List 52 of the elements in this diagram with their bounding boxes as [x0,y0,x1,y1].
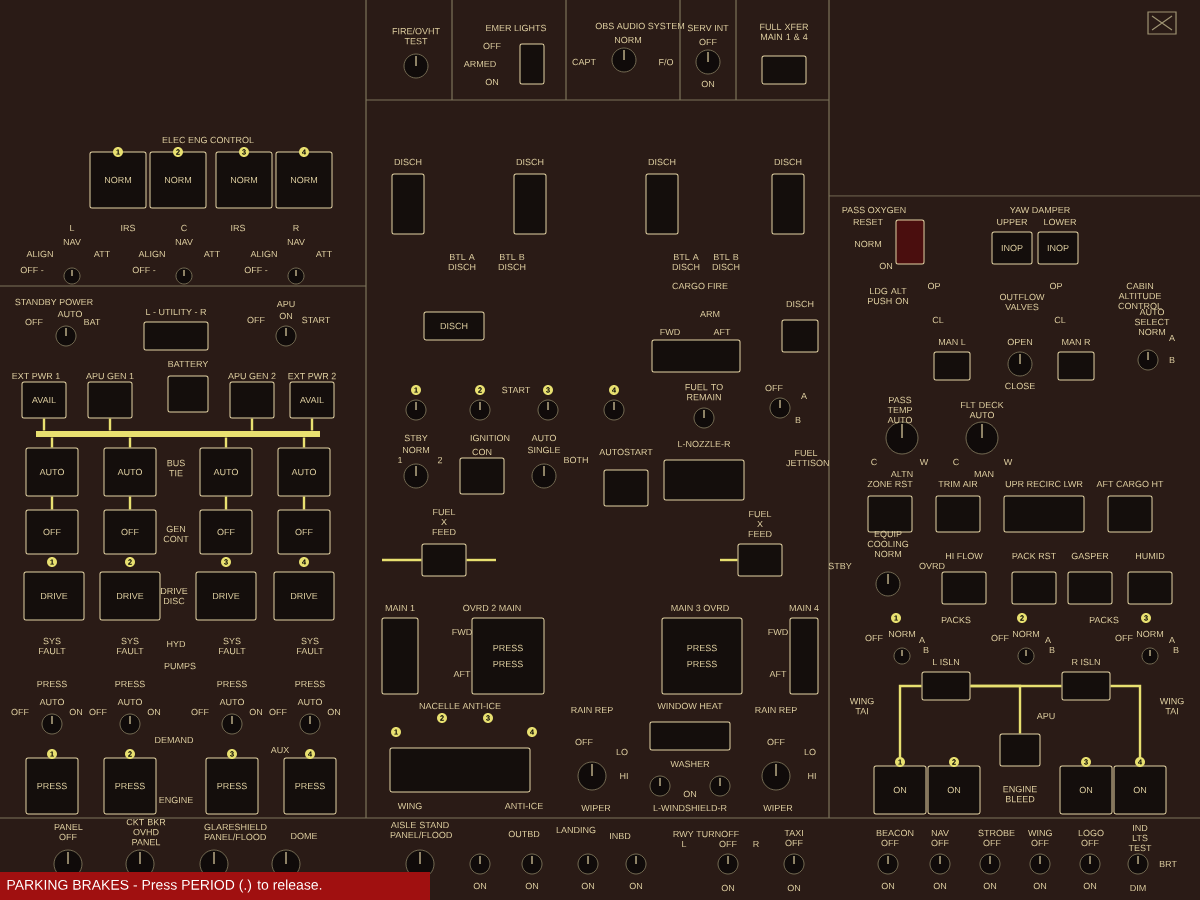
bus-connector [382,558,422,562]
bus-connector [302,496,306,510]
push-button [87,381,133,419]
bus-connector [466,558,496,562]
bus-connector [310,418,314,431]
bus-connector [224,437,228,448]
push-button [663,459,745,501]
bus-connector [128,437,132,448]
push-button [1003,495,1085,533]
push-button [771,173,805,235]
push-button [1057,351,1095,381]
bus-connector [720,558,738,562]
push-button [867,495,913,533]
push-button [421,543,467,577]
bus-connector [250,418,254,431]
push-button [645,173,679,235]
push-button [391,173,425,235]
push-button [1067,571,1113,605]
bus-connector [302,437,306,448]
push-button [999,733,1041,767]
push-button [737,543,783,577]
push-button [761,55,807,85]
push-button [389,747,531,793]
push-button [649,721,731,751]
bus-connector [50,437,54,448]
push-button [167,375,209,413]
push-button [1127,571,1173,605]
push-button [381,617,419,695]
push-button [143,321,209,351]
push-button [459,457,505,495]
bus-bar [36,431,320,437]
push-button [781,319,819,353]
push-button [789,617,819,695]
bus-connector [128,496,132,510]
push-button [519,43,545,85]
bus-connector [108,418,112,431]
push-button [935,495,981,533]
push-button [651,339,741,373]
push-button [1061,671,1111,701]
bus-connector [42,418,46,431]
push-button [921,671,971,701]
push-button [933,351,971,381]
bus-connector [970,684,1022,734]
push-button [603,469,649,507]
push-button [941,571,987,605]
push-button [513,173,547,235]
push-button [1011,571,1057,605]
bus-connector [50,496,54,510]
push-button [1107,495,1153,533]
push-button [895,219,925,265]
bus-connector [224,496,228,510]
push-button [229,381,275,419]
